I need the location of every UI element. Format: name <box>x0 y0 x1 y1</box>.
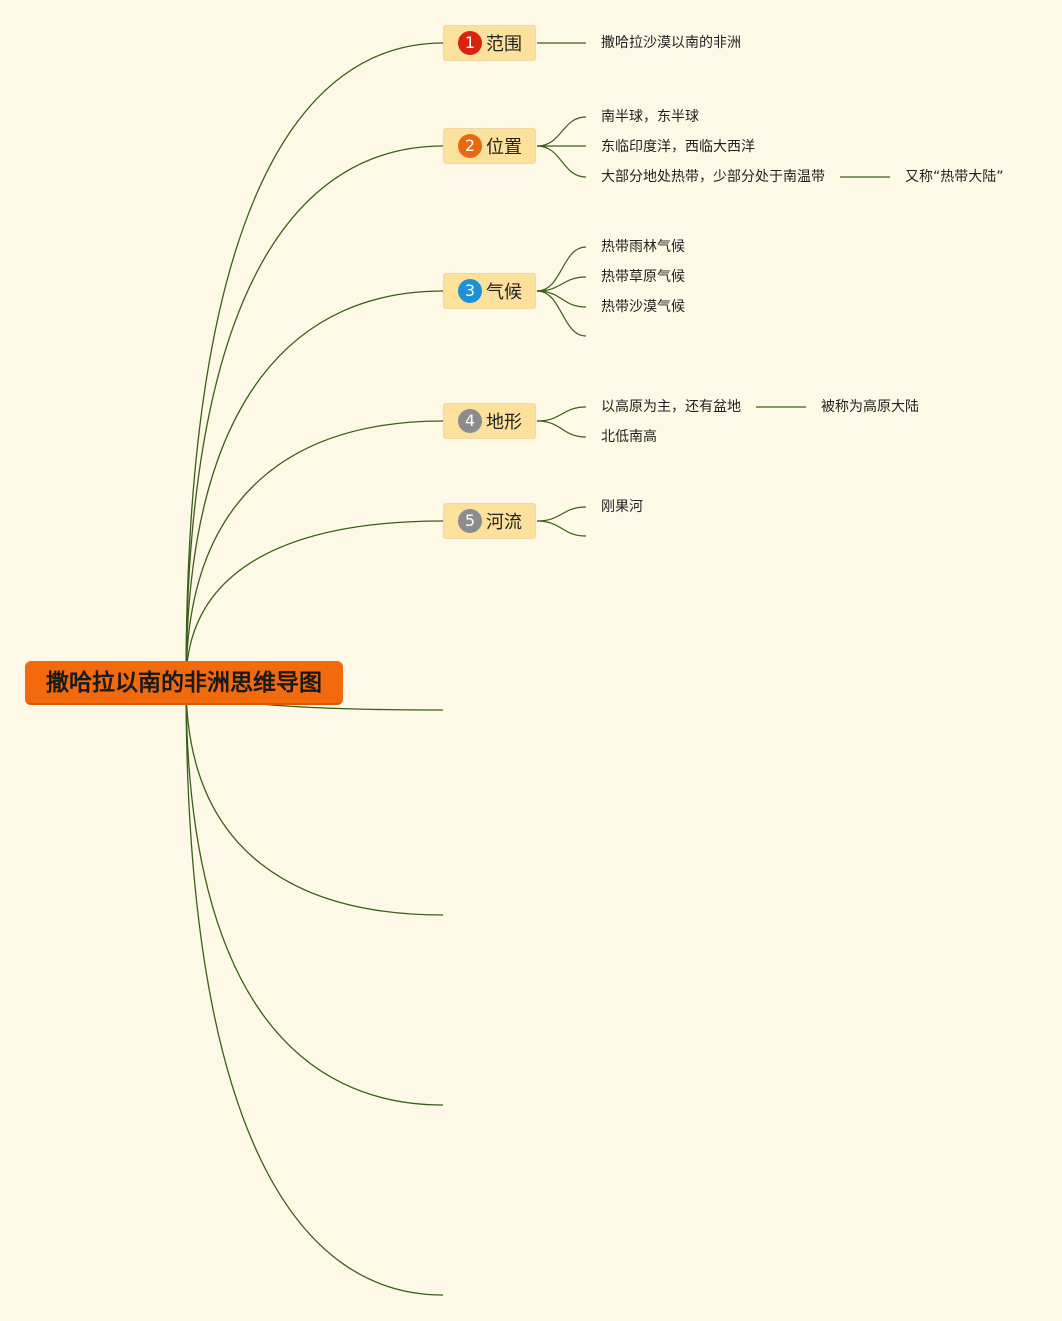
subtopic-text[interactable]: 热带草原气候 <box>601 269 685 285</box>
number-badge-icon: 1 <box>458 31 482 55</box>
subtopic-text[interactable]: 刚果河 <box>601 499 643 515</box>
subtopic-text[interactable]: 热带雨林气候 <box>601 239 685 255</box>
number-badge-icon: 3 <box>458 279 482 303</box>
branch-label: 气候 <box>486 282 522 303</box>
child-connector <box>536 290 587 337</box>
child-connector <box>536 420 587 438</box>
subtopic-text[interactable]: 东临印度洋，西临大西洋 <box>601 139 755 155</box>
branch-connector <box>185 145 444 684</box>
child-connector <box>536 246 587 292</box>
child-connector <box>536 290 587 308</box>
branch-label: 河流 <box>486 512 522 533</box>
subtopic-text[interactable]: 大部分地处热带，少部分处于南温带 <box>601 169 825 185</box>
number-badge-icon: 2 <box>458 134 482 158</box>
child-connector <box>536 276 587 292</box>
empty-branch-connector <box>185 682 444 1296</box>
child-connector <box>536 520 587 537</box>
empty-branch-connector <box>185 682 444 916</box>
number-badge-icon: 5 <box>458 509 482 533</box>
subtopic-text[interactable]: 南半球，东半球 <box>601 109 699 125</box>
child-connector <box>536 116 587 147</box>
subtopic-text[interactable]: 北低南高 <box>601 429 657 445</box>
branch-label: 范围 <box>486 34 522 55</box>
branch-connector <box>185 42 444 684</box>
subtopic-note[interactable]: 又称“热带大陆” <box>905 169 1004 185</box>
root-topic[interactable]: 撒哈拉以南的非洲思维导图 <box>25 661 343 705</box>
subtopic-text[interactable]: 以高原为主，还有盆地 <box>601 399 741 415</box>
subtopic-text[interactable]: 热带沙漠气候 <box>601 299 685 315</box>
child-connector <box>536 506 587 522</box>
branch-connector <box>185 290 444 684</box>
branch-connector <box>185 520 444 684</box>
branch-connector <box>185 420 444 684</box>
subtopic-text[interactable]: 撒哈拉沙漠以南的非洲 <box>601 35 741 51</box>
number-badge-icon: 4 <box>458 409 482 433</box>
child-connector <box>536 145 587 178</box>
branch-label: 地形 <box>486 412 522 433</box>
empty-branch-connector <box>185 682 444 1106</box>
subtopic-note[interactable]: 被称为高原大陆 <box>821 399 919 415</box>
child-connector <box>536 406 587 422</box>
branch-label: 位置 <box>486 137 522 158</box>
